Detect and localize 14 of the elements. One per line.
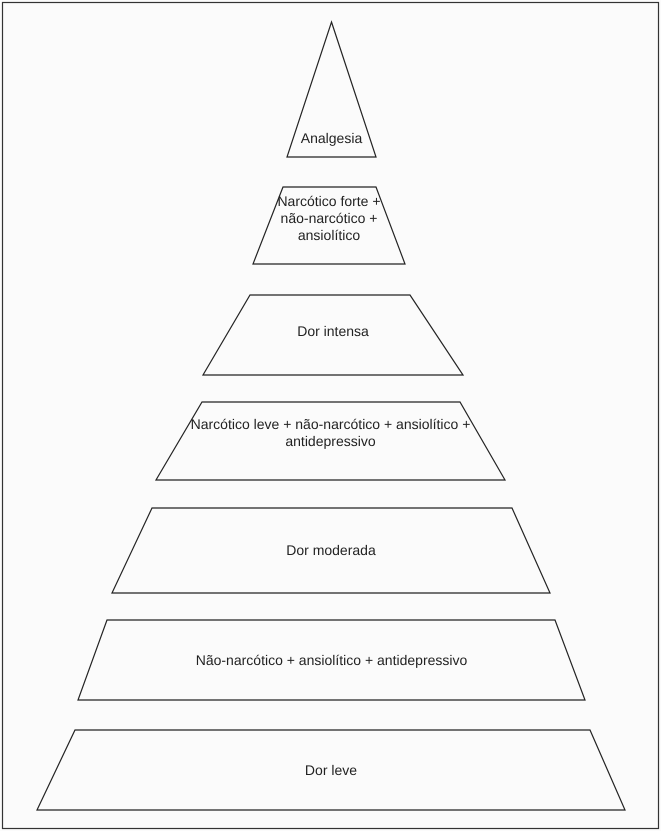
level-label: Analgesia <box>300 130 362 147</box>
pyramid-level <box>253 187 405 264</box>
level-label: Narcótico leve + não-narcótico + ansiolítico + antidepressivo <box>190 416 470 450</box>
level-label: Dor intensa <box>297 323 369 340</box>
pyramid-level <box>78 620 585 700</box>
pyramid-apex <box>287 22 376 157</box>
pyramid-level <box>156 402 505 480</box>
level-label: Dor leve <box>304 762 358 779</box>
pyramid-level <box>112 508 550 593</box>
pyramid-level <box>37 730 625 810</box>
level-label: Não-narcótico + ansiolítico + antidepressivo <box>196 652 468 669</box>
level-label: Dor moderada <box>286 542 376 559</box>
pyramid-level <box>203 295 463 375</box>
level-label: Narcótico forte + não-narcótico + ansiolítico <box>276 193 382 244</box>
